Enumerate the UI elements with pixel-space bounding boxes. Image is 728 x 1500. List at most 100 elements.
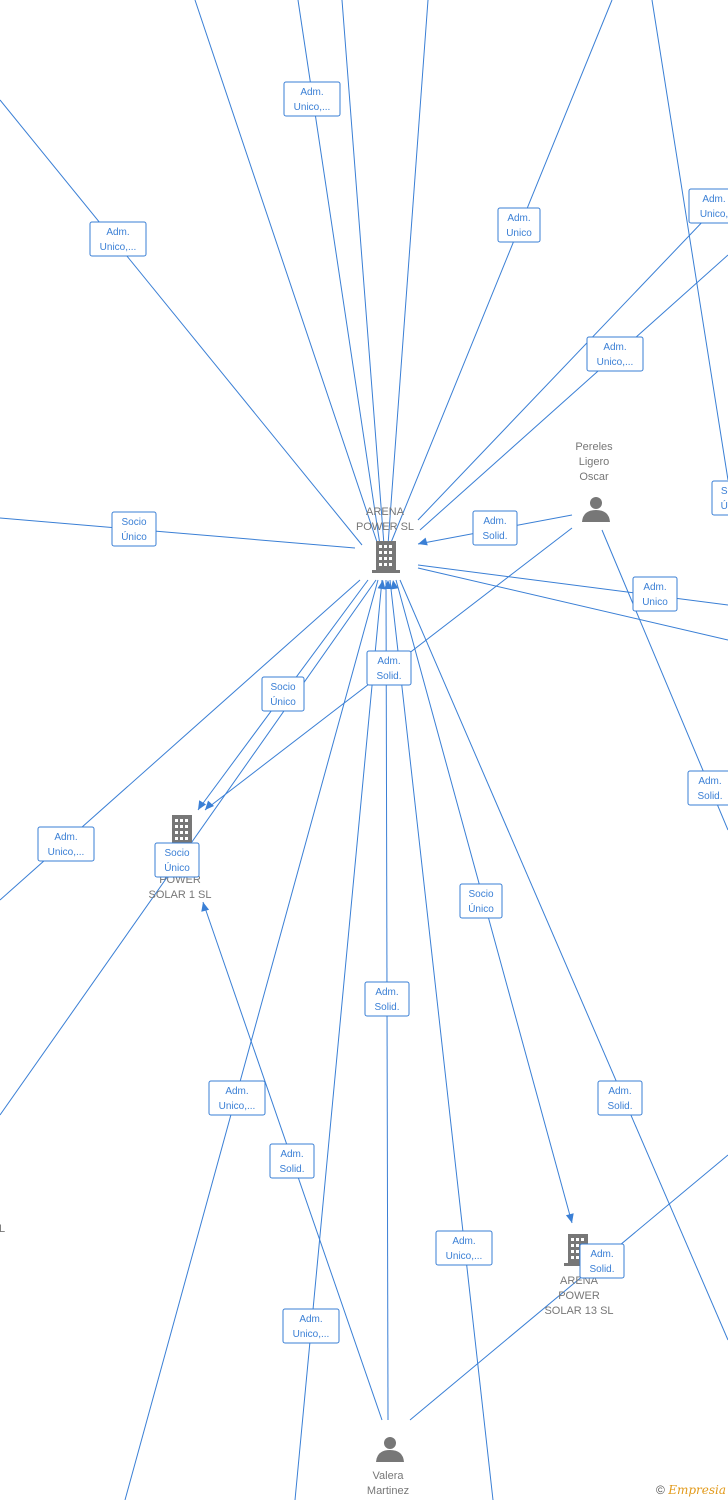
edge-line	[417, 194, 728, 521]
relation-label-text: Adm.	[590, 1249, 613, 1260]
edge-line	[294, 579, 383, 1500]
relation-label[interactable]: Adm. Solid.	[269, 1143, 315, 1179]
relation-label[interactable]: Adm. Unico,...	[208, 1080, 266, 1116]
relation-label-text: Adm.	[608, 1086, 631, 1097]
node-label: Oscar	[579, 471, 609, 483]
edge-line	[0, 517, 356, 549]
relation-label-text: Adm.	[452, 1236, 475, 1247]
edge-line	[124, 579, 379, 1500]
relation-label-text: Solid.	[279, 1164, 304, 1175]
node-label: SOLAR 1 SL	[149, 889, 212, 901]
relation-label[interactable]: Adm. Solid.	[687, 770, 728, 806]
relation-label-text: Solid.	[376, 671, 401, 682]
relation-label[interactable]: Adm. Unico,...	[586, 336, 644, 372]
relation-label-text: Adm.	[106, 227, 129, 238]
relation-label[interactable]: Adm.Unico,...	[37, 826, 95, 862]
edge-line	[419, 254, 728, 531]
relation-label[interactable]: Adm.Unico	[497, 207, 541, 243]
relation-label-text: Solid.	[697, 791, 722, 802]
edge-line	[399, 579, 728, 1341]
relation-label[interactable]: Adm.Solid.	[364, 981, 410, 1017]
edge-line	[0, 99, 363, 546]
edge-line	[194, 0, 379, 546]
node-label: Pereles	[575, 441, 613, 453]
node-label: ARENA	[366, 506, 405, 518]
node-label: SOLAR 13 SL	[544, 1305, 613, 1317]
relation-label-text: Adm.	[483, 516, 506, 527]
arrowhead	[198, 800, 207, 810]
copyright-symbol: ©	[656, 1483, 665, 1497]
relation-label-text: Unico,...	[446, 1251, 483, 1262]
relation-label-text: Adm.	[225, 1086, 248, 1097]
relation-label-text: Socio	[468, 889, 493, 900]
edge-line	[417, 564, 728, 606]
building-icon	[168, 815, 196, 847]
relation-label-text: Unico	[506, 228, 532, 239]
edge-line	[409, 1154, 728, 1421]
arrowhead	[205, 800, 214, 810]
relation-label[interactable]: Adm. Unico,...	[282, 1308, 340, 1344]
relation-label[interactable]: Adm. Solid.	[366, 650, 412, 686]
relation-label[interactable]: Adm. Solid.	[579, 1243, 625, 1279]
node-label: POWER	[558, 1290, 600, 1302]
relation-label-text: Unico,...	[294, 102, 331, 113]
relation-label[interactable]: SoÚn	[711, 480, 728, 516]
relation-label-text: Unico	[642, 597, 668, 608]
relation-label-text: Solid.	[482, 531, 507, 542]
relation-label-text: Solid.	[589, 1264, 614, 1275]
relation-label-text: Solid.	[607, 1101, 632, 1112]
relation-label-text: Adm.	[299, 1314, 322, 1325]
relation-label-text: Único	[164, 861, 190, 874]
relation-label[interactable]: Adm. Solid.	[597, 1080, 643, 1116]
node-label: Martinez	[367, 1485, 409, 1497]
relation-label[interactable]: Adm.Unico,...	[89, 221, 147, 257]
relation-label-text: Socio	[270, 682, 295, 693]
node-label: POWER SL	[356, 521, 414, 533]
relation-label[interactable]: Adm. Unico	[632, 576, 678, 612]
arrowhead	[201, 902, 210, 912]
edge-line	[389, 579, 494, 1500]
relation-label-text: Adm.	[300, 87, 323, 98]
relation-label-text: Socio	[121, 517, 146, 528]
node-left-fragment[interactable]: L	[0, 1223, 5, 1235]
relation-label-text: Unico,...	[293, 1329, 330, 1340]
relation-label[interactable]: Adm. Unico,...	[435, 1230, 493, 1266]
brand-logo-text: Empresia	[668, 1483, 726, 1497]
node-label: Valera	[373, 1470, 405, 1482]
relation-label-text: Adm.	[377, 656, 400, 667]
relation-label-text: Adm.	[603, 342, 626, 353]
arrowhead	[384, 580, 392, 589]
relation-label-text: Adm.	[698, 776, 721, 787]
relation-label[interactable]: Adm. Solid.	[472, 510, 518, 546]
relation-label-text: Único	[121, 530, 147, 543]
edge-line	[651, 0, 728, 481]
edge-line	[417, 567, 728, 641]
edge-line	[341, 0, 385, 546]
relation-label-text: Socio	[164, 848, 189, 859]
relation-label-text: Unico,...	[597, 357, 634, 368]
relation-label-text: Adm.	[643, 582, 666, 593]
arrowhead	[565, 1213, 574, 1223]
node-arena[interactable]: ARENA POWER SL	[356, 506, 414, 573]
person-icon	[376, 1437, 404, 1462]
relation-label[interactable]: Adm.Unico,	[688, 188, 728, 224]
relation-label-text: Único	[468, 902, 494, 915]
relation-label-text: Único	[270, 695, 296, 708]
relation-label-text: So	[721, 486, 728, 497]
relation-label-text: Adm.	[280, 1149, 303, 1160]
relation-label[interactable]: Adm. Unico,...	[283, 81, 341, 117]
edge-labels: Adm.Unico,...Adm.Unico,...Adm.UnicoAdm.U…	[37, 81, 728, 1344]
arrowhead	[377, 580, 386, 590]
building-icon	[372, 541, 400, 573]
relation-label-text: Adm.	[702, 194, 725, 205]
relation-label-text: Unico,...	[219, 1101, 256, 1112]
